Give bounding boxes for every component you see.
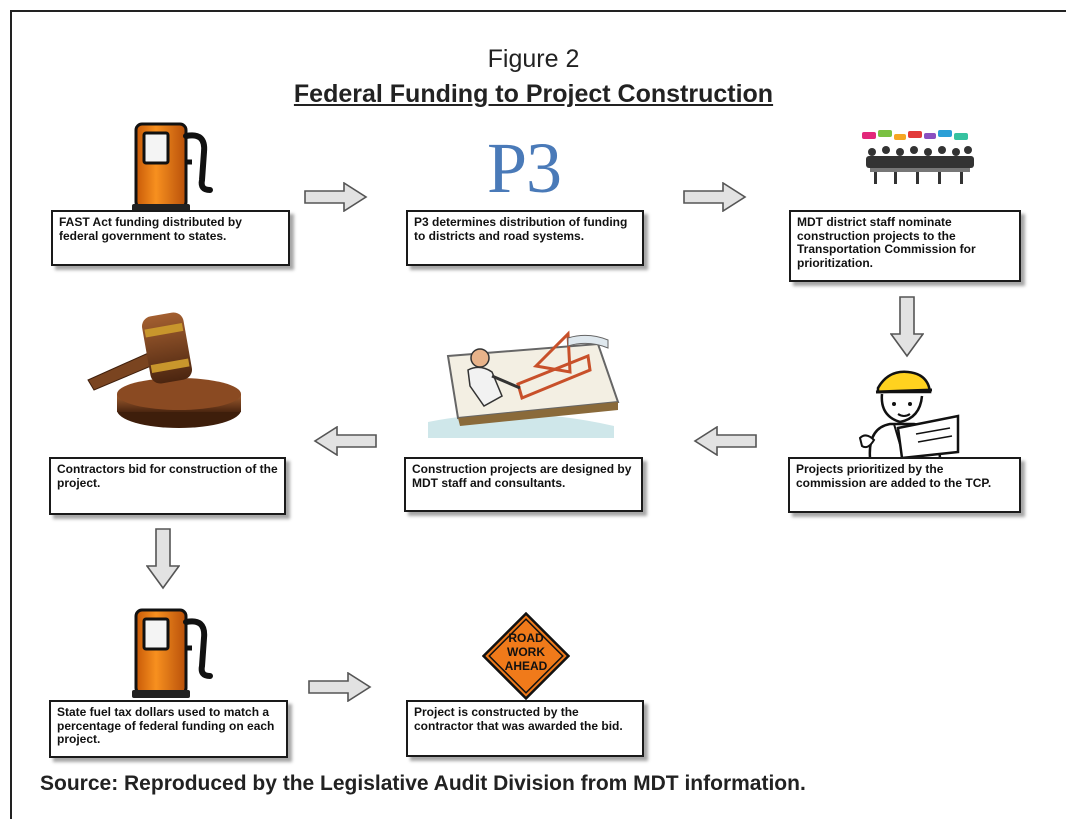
step-text: P3 determines distribution of funding to…	[414, 215, 628, 243]
figure-frame	[10, 10, 1066, 819]
gavel-icon	[87, 312, 241, 428]
arrow-right-icon	[304, 182, 368, 212]
source-note: Source: Reproduced by the Legislative Au…	[40, 772, 806, 795]
sign-line-2: WORK	[507, 645, 545, 659]
sign-line-1: ROAD	[508, 631, 544, 645]
step-text: Projects prioritized by the commission a…	[796, 462, 992, 490]
step-text: FAST Act funding distributed by federal …	[59, 215, 242, 243]
step-box-design: Construction projects are designed by MD…	[404, 457, 643, 512]
figure-label: Figure 2	[487, 45, 580, 73]
drafting-table-icon	[428, 330, 620, 438]
meeting-people-icon	[862, 130, 974, 184]
sign-line-3: AHEAD	[505, 659, 548, 673]
step-text: MDT district staff nominate construction…	[797, 215, 976, 270]
arrow-right-icon	[683, 182, 747, 212]
step-box-tcp: Projects prioritized by the commission a…	[788, 457, 1021, 513]
arrow-left-icon	[313, 426, 377, 456]
figure-title: Federal Funding to Project Construction	[293, 80, 774, 108]
step-box-fast-act: FAST Act funding distributed by federal …	[51, 210, 290, 266]
arrow-down-icon	[890, 296, 924, 358]
road-work-sign-icon: ROAD WORK AHEAD	[482, 612, 570, 700]
p3-logo: P3	[487, 128, 562, 208]
arrow-down-icon	[146, 528, 180, 590]
step-text: Contractors bid for construction of the …	[57, 462, 278, 490]
step-text: Construction projects are designed by MD…	[412, 462, 632, 490]
step-box-constructed: Project is constructed by the contractor…	[406, 700, 644, 757]
arrow-right-icon	[308, 672, 372, 702]
step-box-district-nominate: MDT district staff nominate construction…	[789, 210, 1021, 282]
step-box-p3: P3 determines distribution of funding to…	[406, 210, 644, 266]
step-box-state-fuel-tax: State fuel tax dollars used to match a p…	[49, 700, 288, 758]
engineer-blueprint-icon	[858, 370, 960, 460]
step-box-contractors-bid: Contractors bid for construction of the …	[49, 457, 286, 515]
fuel-pump-icon	[132, 122, 213, 212]
fuel-pump-icon	[132, 608, 213, 698]
step-text: Project is constructed by the contractor…	[414, 705, 623, 733]
arrow-left-icon	[693, 426, 757, 456]
step-text: State fuel tax dollars used to match a p…	[57, 705, 275, 746]
